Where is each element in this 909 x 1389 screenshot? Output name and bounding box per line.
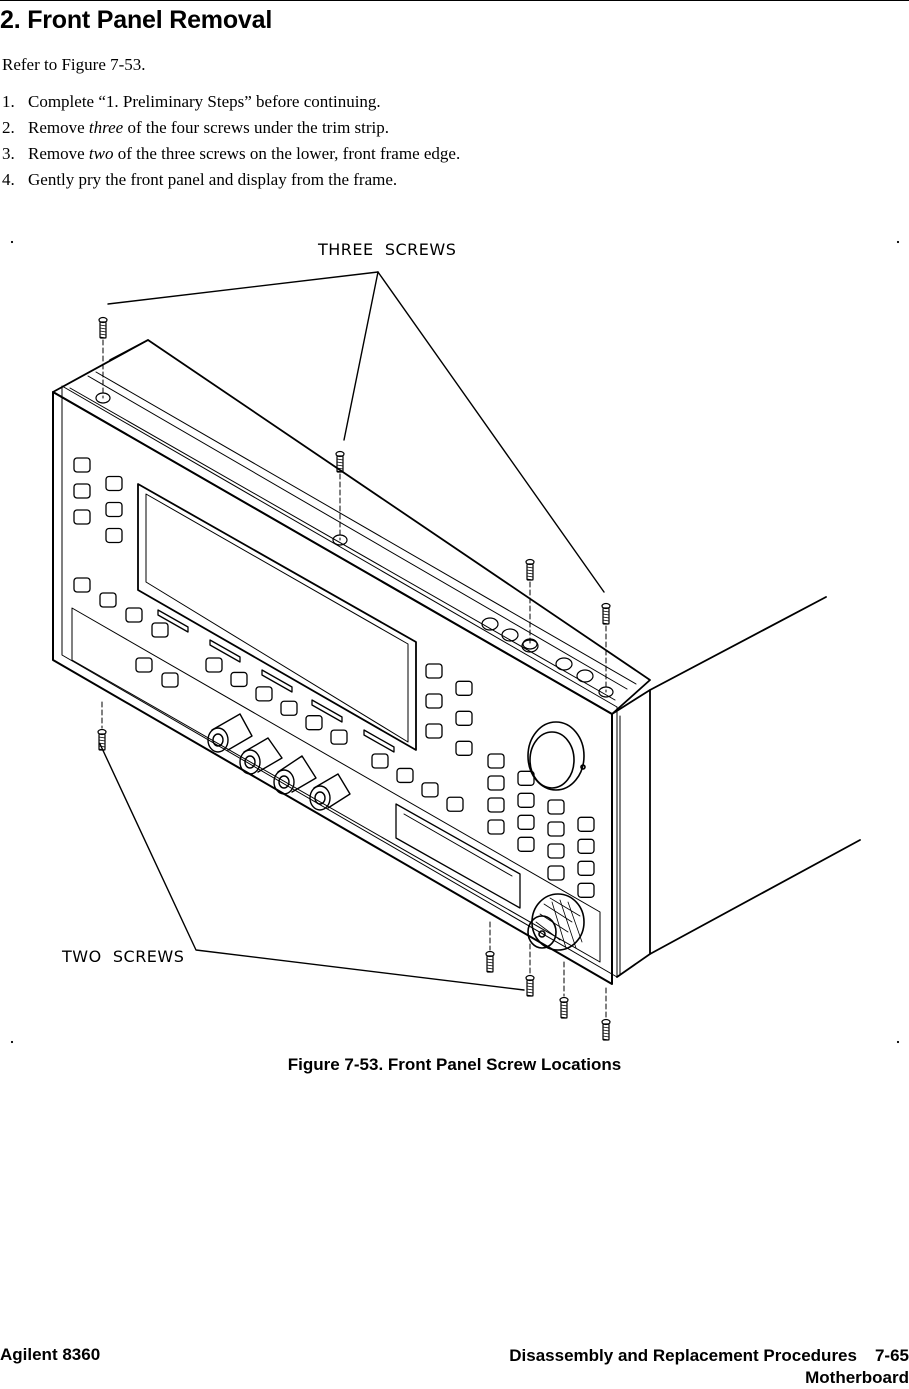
panel-key [577, 838, 595, 854]
step-number: 4. [2, 170, 15, 189]
panel-key [280, 700, 298, 716]
leader-lines [99, 271, 605, 991]
front-panel-drawing [10, 240, 900, 1044]
panel-key [455, 740, 473, 756]
panel-key [151, 622, 169, 638]
panel-key [330, 729, 348, 745]
panel-key [487, 753, 505, 769]
callout-three-screws: THREE SCREWS [318, 240, 457, 259]
footer-running-head: Disassembly and Replacement Procedures 7-… [509, 1345, 909, 1389]
panel-key [487, 819, 505, 835]
step-item: 4. Gently pry the front panel and display… [2, 169, 460, 195]
panel-key [73, 509, 91, 525]
panel-key [455, 710, 473, 726]
slot-key [363, 729, 395, 753]
step-item: 2. Remove three of the four screws under … [2, 117, 460, 143]
panel-key [577, 816, 595, 832]
panel-keys [73, 457, 595, 898]
panel-key [135, 657, 153, 673]
step-number: 3. [2, 144, 15, 163]
slot-key [311, 699, 343, 723]
panel-key [517, 814, 535, 830]
callout-two-screws: TWO SCREWS [62, 947, 185, 966]
slot-key [261, 669, 293, 693]
bnc-connectors [207, 713, 351, 811]
panel-key [255, 686, 273, 702]
panel-key [577, 882, 595, 898]
panel-key [547, 799, 565, 815]
panel-key [577, 860, 595, 876]
panel-key [517, 770, 535, 786]
panel-key [73, 577, 91, 593]
step-text: of the four screws under the trim strip. [123, 118, 390, 137]
instrument-front-panel [52, 339, 861, 985]
panel-key [105, 527, 123, 544]
footer-subtitle: Motherboard [805, 1368, 909, 1387]
step-emphasis: three [88, 118, 124, 137]
panel-key [425, 723, 443, 739]
procedure-steps: 1. Complete “1. Preliminary Steps” before… [2, 91, 460, 195]
step-emphasis: two [88, 144, 114, 163]
panel-key [230, 671, 248, 688]
screw-hole [332, 534, 348, 546]
panel-key [547, 821, 565, 837]
footer-page-number: 7-65 [874, 1346, 909, 1365]
panel-key [205, 657, 223, 673]
screw [601, 602, 611, 625]
step-text: Gently pry the front panel and display f… [28, 170, 398, 189]
screw [525, 974, 535, 997]
panel-key [73, 457, 91, 473]
panel-key [125, 607, 143, 623]
screw [559, 996, 569, 1019]
intro-text: Refer to Figure 7-53. [2, 55, 146, 74]
panel-key [425, 663, 443, 679]
section-heading: 2. Front Panel Removal [0, 6, 273, 34]
panel-key [455, 680, 473, 696]
panel-key [161, 672, 179, 688]
top-rule [0, 0, 909, 1]
step-text: of the three screws on the lower, front … [113, 144, 461, 163]
step-number: 1. [2, 92, 15, 111]
power-knob [527, 893, 585, 951]
screw [485, 950, 495, 973]
panel-key [73, 483, 91, 499]
panel-key [305, 715, 323, 731]
panel-key [105, 475, 123, 492]
panel-key [517, 836, 535, 852]
panel-key [105, 501, 123, 518]
figure-front-panel: THREE SCREWS TWO SCREWS [0, 232, 909, 1052]
screw [98, 316, 108, 339]
panel-key [99, 592, 117, 608]
screw-hole [522, 638, 538, 650]
screws [95, 316, 614, 1041]
rotary-knob [527, 721, 586, 791]
panel-key [547, 865, 565, 881]
step-item: 1. Complete “1. Preliminary Steps” before… [2, 91, 460, 117]
screw [335, 450, 345, 473]
step-item: 3. Remove two of the three screws on the … [2, 143, 460, 169]
panel-key [517, 792, 535, 808]
slot-key [157, 609, 189, 633]
screw-hole [95, 392, 111, 404]
step-number: 2. [2, 118, 15, 137]
footer-chapter-title: Disassembly and Replacement Procedures [509, 1346, 857, 1365]
panel-key [487, 775, 505, 791]
screw [525, 558, 535, 581]
step-text: Remove [28, 118, 89, 137]
panel-key [396, 767, 414, 784]
panel-key [425, 693, 443, 709]
screw [601, 1018, 611, 1041]
registration-dots [10, 240, 900, 1044]
panel-key [487, 797, 505, 813]
panel-key [421, 782, 439, 798]
figure-caption: Figure 7-53. Front Panel Screw Locations [287, 1055, 622, 1074]
footer-product: Agilent 8360 [0, 1345, 101, 1364]
step-text: Complete “1. Preliminary Steps” before c… [28, 92, 381, 111]
panel-key [547, 843, 565, 859]
slot-key [209, 639, 241, 663]
panel-key [446, 796, 464, 812]
screw-hole [598, 686, 614, 698]
step-text: Remove [28, 144, 89, 163]
panel-key [371, 753, 389, 769]
